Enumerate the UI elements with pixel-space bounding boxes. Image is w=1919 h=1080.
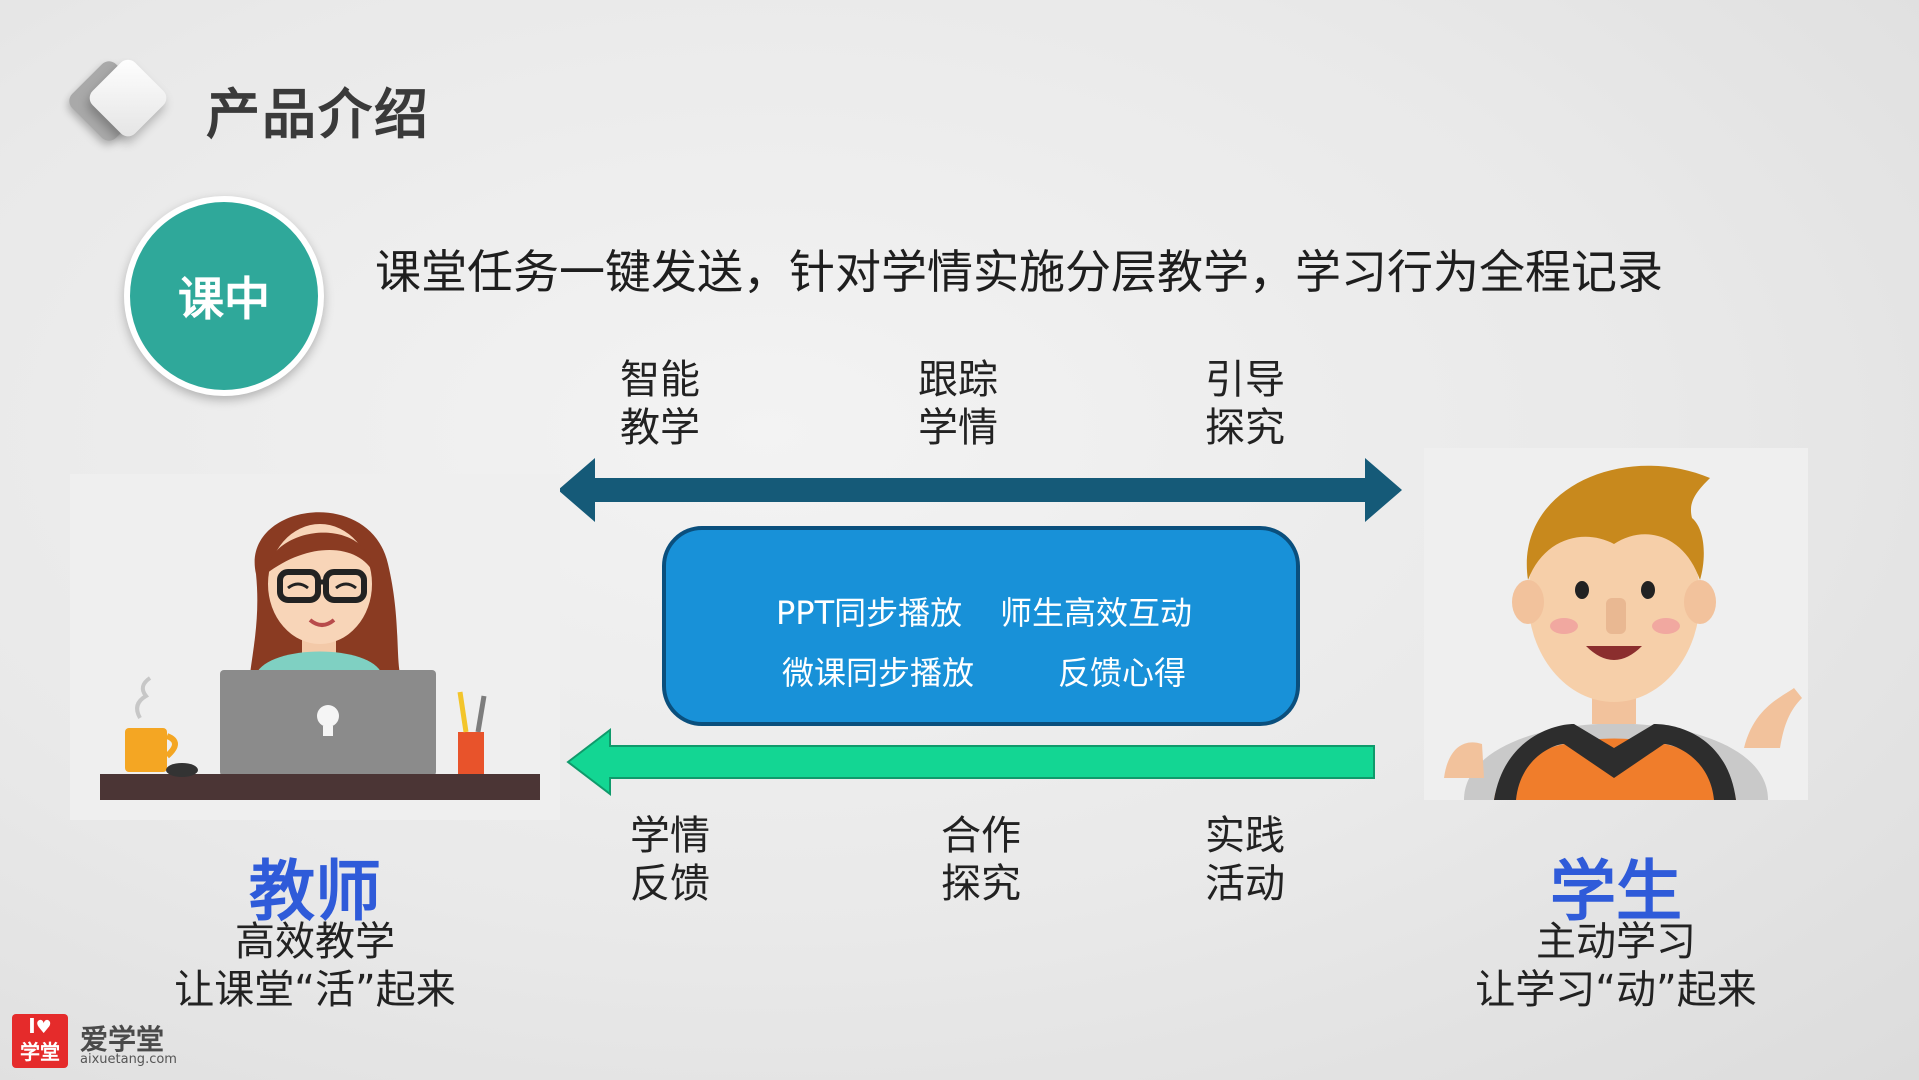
center-item-feedback: 反馈心得 xyxy=(1058,654,1187,692)
top-label-1: 智能 教学 xyxy=(590,356,730,452)
top-label-1-line1: 智能 xyxy=(620,357,700,403)
logo-mark-bottom: 学堂 xyxy=(20,1040,60,1064)
logo-name: 爱学堂 xyxy=(80,1023,165,1056)
bottom-label-2-line2: 探究 xyxy=(941,861,1021,907)
teacher-illustration xyxy=(70,474,560,820)
teacher-title: 教师 xyxy=(249,853,381,930)
top-label-1-line2: 教学 xyxy=(620,405,700,451)
top-label-2-line1: 跟踪 xyxy=(918,357,998,403)
top-label-3-line1: 引导 xyxy=(1205,357,1285,403)
student-illustration xyxy=(1424,448,1808,800)
headline: 课堂任务一键发送，针对学情实施分层教学，学习行为全程记录 xyxy=(375,245,1663,299)
heart-icon: ♥ xyxy=(35,1017,52,1038)
student-title: 学生 xyxy=(1550,853,1682,930)
logo-url: aixuetang.com xyxy=(80,1052,177,1067)
bottom-label-1-line1: 学情 xyxy=(630,813,710,859)
bottom-label-1: 学情 反馈 xyxy=(600,812,740,908)
center-box: PPT同步播放 师生高效互动 微课同步播放 反馈心得 xyxy=(662,526,1300,726)
double-arrow-icon xyxy=(558,458,1402,522)
logo-mark: I♥ 学堂 xyxy=(12,1014,68,1068)
page-title: 产品介绍 xyxy=(206,83,430,146)
bottom-label-3-line1: 实践 xyxy=(1205,813,1285,859)
logo-mark-top: I xyxy=(28,1014,36,1038)
bottom-label-1-line2: 反馈 xyxy=(630,861,710,907)
bottom-label-2-line1: 合作 xyxy=(941,813,1021,859)
student-line2: 让学习“动”起来 xyxy=(1475,967,1757,1013)
top-label-2-line2: 学情 xyxy=(918,405,998,451)
center-item-microlesson: 微课同步播放 xyxy=(782,654,975,692)
left-arrow-icon xyxy=(566,727,1375,797)
top-label-3-line2: 探究 xyxy=(1205,405,1285,451)
teacher-line1: 高效教学 xyxy=(235,919,395,965)
bottom-label-3-line2: 活动 xyxy=(1205,861,1285,907)
stage-label: 课中 xyxy=(178,272,270,326)
bottom-label-3: 实践 活动 xyxy=(1175,812,1315,908)
center-item-interaction: 师生高效互动 xyxy=(1000,594,1193,632)
center-item-ppt: PPT同步播放 xyxy=(776,594,963,632)
teacher-line2: 让课堂“活”起来 xyxy=(174,967,456,1013)
bottom-label-2: 合作 探究 xyxy=(911,812,1051,908)
top-label-2: 跟踪 学情 xyxy=(888,356,1028,452)
top-label-3: 引导 探究 xyxy=(1175,356,1315,452)
student-line1: 主动学习 xyxy=(1536,919,1696,965)
stage-badge: 课中 xyxy=(124,196,324,396)
